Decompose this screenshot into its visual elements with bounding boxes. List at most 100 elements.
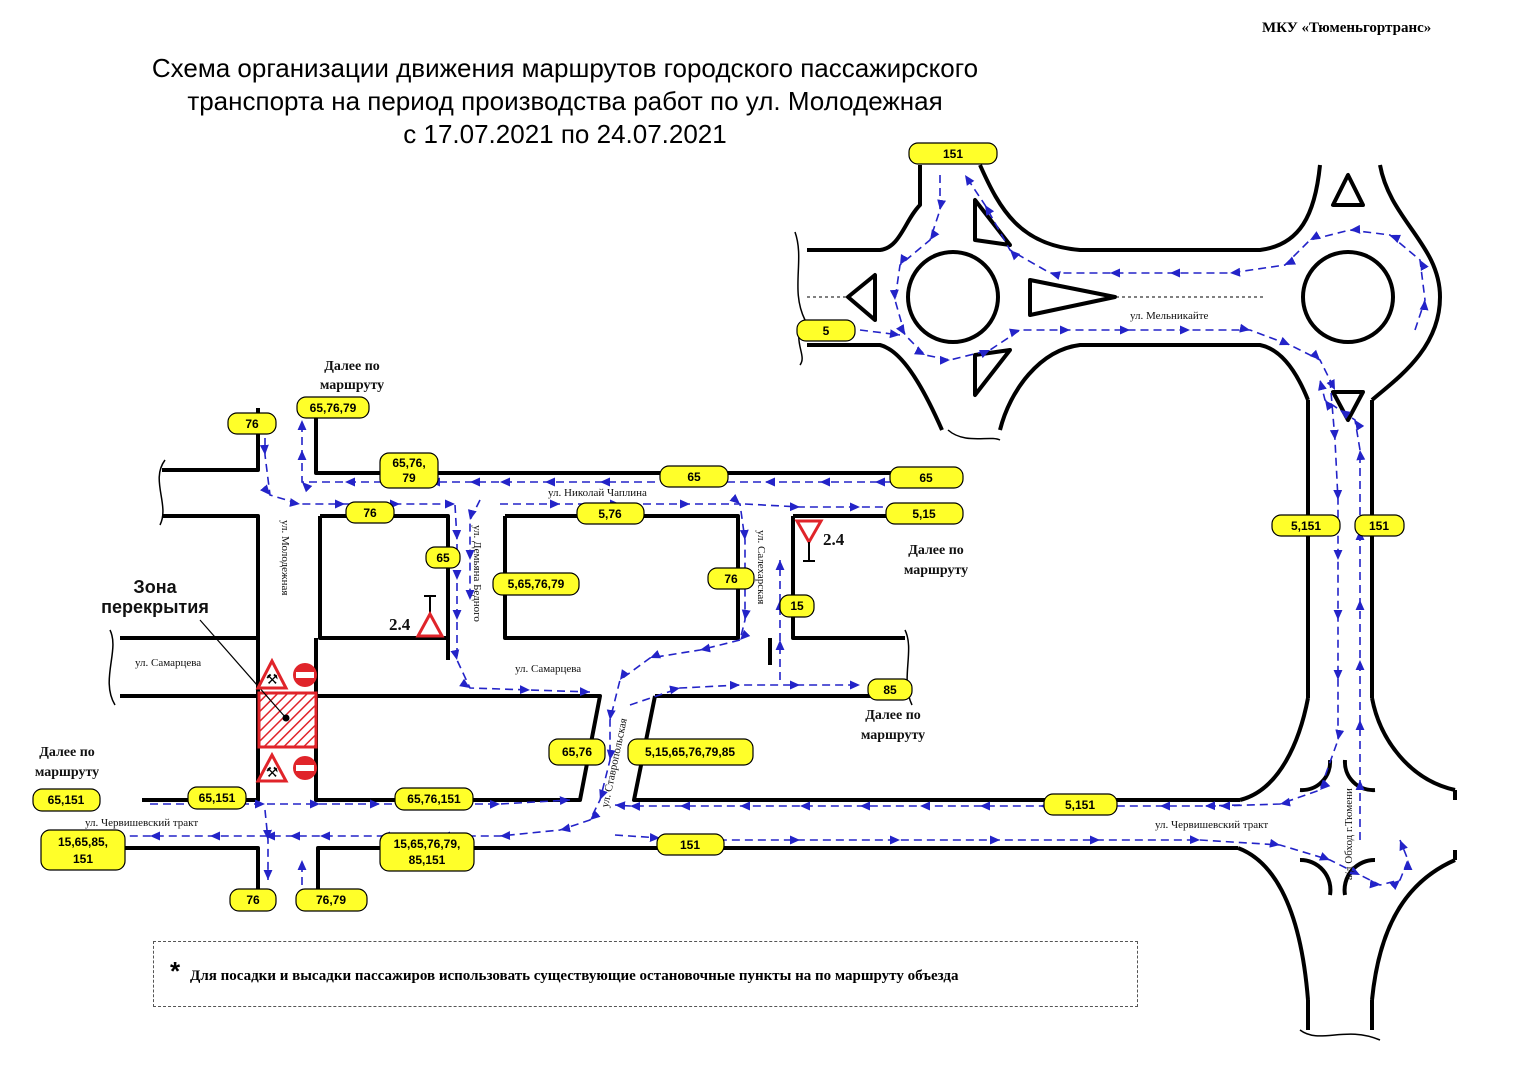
title-line-2: транспорта на период производства работ … [187, 86, 943, 116]
svg-text:⚒: ⚒ [266, 671, 279, 687]
route-label: 5,151 [1043, 793, 1118, 816]
note-further-mid-1: Далее по [865, 708, 921, 723]
route-label: 76,79 [295, 888, 368, 912]
svg-text:65: 65 [919, 471, 933, 485]
svg-text:151: 151 [1369, 519, 1389, 533]
svg-text:65: 65 [687, 470, 701, 484]
street-samartseva-mid: ул. Самарцева [515, 663, 581, 675]
map-title: Схема организации движения маршрутов гор… [60, 52, 1070, 151]
route-label: 65,151 [32, 788, 101, 812]
svg-text:15,65,76,79,: 15,65,76,79, [394, 837, 461, 851]
svg-text:15: 15 [790, 599, 804, 613]
svg-text:76: 76 [246, 893, 260, 907]
traffic-islands [846, 173, 1365, 422]
svg-text:85,151: 85,151 [409, 853, 446, 867]
route-label: 15 [779, 594, 815, 618]
note-further-mid-2: маршруту [861, 728, 925, 743]
route-label: 76 [229, 888, 277, 912]
svg-text:76: 76 [363, 506, 377, 520]
route-label: 5,15 [885, 502, 964, 525]
note-further-left-2: маршруту [35, 765, 99, 780]
route-label: 5,151 [1271, 514, 1341, 537]
svg-text:65,76,151: 65,76,151 [407, 792, 461, 806]
no-entry-sign-lower [293, 756, 317, 780]
svg-text:65,151: 65,151 [48, 793, 85, 807]
svg-text:76,79: 76,79 [316, 893, 346, 907]
svg-text:85: 85 [883, 683, 897, 697]
svg-text:65: 65 [436, 551, 450, 565]
svg-text:65,151: 65,151 [199, 791, 236, 805]
street-samartseva-left: ул. Самарцева [135, 657, 201, 669]
route-label: 15,65,85, 151 [40, 829, 126, 871]
route-label: 65,151 [187, 786, 247, 810]
street-molodezhnaya: ул. Молодежная [279, 520, 291, 595]
svg-text:76: 76 [245, 417, 259, 431]
road-works-sign-lower: ⚒ [255, 751, 289, 783]
note-further-right-2: маршруту [904, 563, 968, 578]
svg-text:151: 151 [943, 147, 963, 161]
zone-caption-line2: перекрытия [101, 597, 209, 617]
route-label: 65,76,79 [379, 452, 439, 489]
svg-text:5,151: 5,151 [1065, 798, 1095, 812]
svg-text:15,65,85,: 15,65,85, [58, 835, 108, 849]
street-demyana: ул. Демьяна Бедного [471, 525, 483, 622]
title-line-1: Схема организации движения маршрутов гор… [151, 53, 979, 83]
route-label: 65,76,151 [394, 787, 474, 811]
detour-routes [100, 174, 1429, 891]
route-label: 65,76 [548, 738, 606, 766]
route-label: 65,76,79 [296, 396, 370, 419]
sign-2-4-b: 2.4 [823, 530, 845, 549]
svg-text:76: 76 [724, 572, 738, 586]
zone-caption-line1: Зона [133, 577, 177, 597]
svg-text:151: 151 [73, 852, 93, 866]
route-label: 5,76 [576, 502, 645, 525]
route-label: 5 [796, 319, 856, 342]
street-salekharskaya: ул. Салехарская [755, 530, 767, 604]
route-label: 151 [656, 833, 725, 856]
svg-text:5,15,65,76,79,85: 5,15,65,76,79,85 [645, 745, 735, 759]
note-further-top-2: маршруту [320, 378, 384, 393]
route-label: 76 [227, 412, 277, 435]
footnote-star: * [170, 956, 181, 986]
street-chervishevsky-right: ул. Червишевский тракт [1155, 819, 1268, 831]
route-label: 151 [1354, 514, 1405, 537]
route-label: 65 [425, 546, 461, 569]
route-label: 5,15,65,76,79,85 [627, 738, 754, 766]
route-labels: 151 5 65,76,79 76 65,76,79 65 65 76 5,76… [32, 142, 1405, 912]
svg-text:65,76,: 65,76, [392, 456, 425, 470]
svg-text:5,65,76,79: 5,65,76,79 [508, 577, 565, 591]
street-melnikaite: ул. Мельникайте [1130, 310, 1209, 322]
street-obkhod: а/д Обход г.Тюмени [1343, 788, 1355, 880]
svg-text:5,15: 5,15 [912, 507, 936, 521]
no-entry-sign [293, 663, 317, 687]
road-works-sign: ⚒ [255, 657, 289, 690]
road-cut-ends [108, 231, 1381, 1041]
title-line-3: с 17.07.2021 по 24.07.2021 [403, 119, 727, 149]
street-stavropolskaya: ул. Ставропольская [599, 717, 630, 808]
street-chervishevsky-left: ул. Червишевский тракт [85, 817, 198, 829]
route-label: 15,65,76,79, 85,151 [379, 832, 475, 872]
give-way-sign-b: 2.4 [794, 519, 845, 562]
svg-text:5: 5 [823, 324, 830, 338]
closure-zone [199, 619, 318, 749]
route-label: 151 [908, 142, 998, 165]
route-label: 76 [707, 567, 755, 590]
note-further-left-1: Далее по [39, 745, 95, 760]
route-label: 5,65,76,79 [492, 572, 580, 596]
footnote-text: Для посадки и высадки пассажиров использ… [190, 968, 959, 984]
route-label: 85 [867, 678, 913, 701]
note-further-top-1: Далее по [324, 359, 380, 374]
note-further-right-1: Далее по [908, 543, 964, 558]
street-chaplina: ул. Николай Чаплина [548, 487, 647, 499]
route-label: 65 [889, 466, 964, 489]
route-label: 76 [345, 501, 395, 524]
svg-text:65,76,79: 65,76,79 [310, 401, 357, 415]
svg-text:65,76: 65,76 [562, 745, 592, 759]
svg-text:5,151: 5,151 [1291, 519, 1321, 533]
route-label: 65 [659, 465, 729, 488]
svg-text:5,76: 5,76 [598, 507, 622, 521]
organization-name: МКУ «Тюменьгортранс» [1262, 20, 1432, 36]
give-way-sign-a: 2.4 [389, 595, 445, 638]
footnote-box: * Для посадки и высадки пассажиров испол… [153, 941, 1138, 1007]
